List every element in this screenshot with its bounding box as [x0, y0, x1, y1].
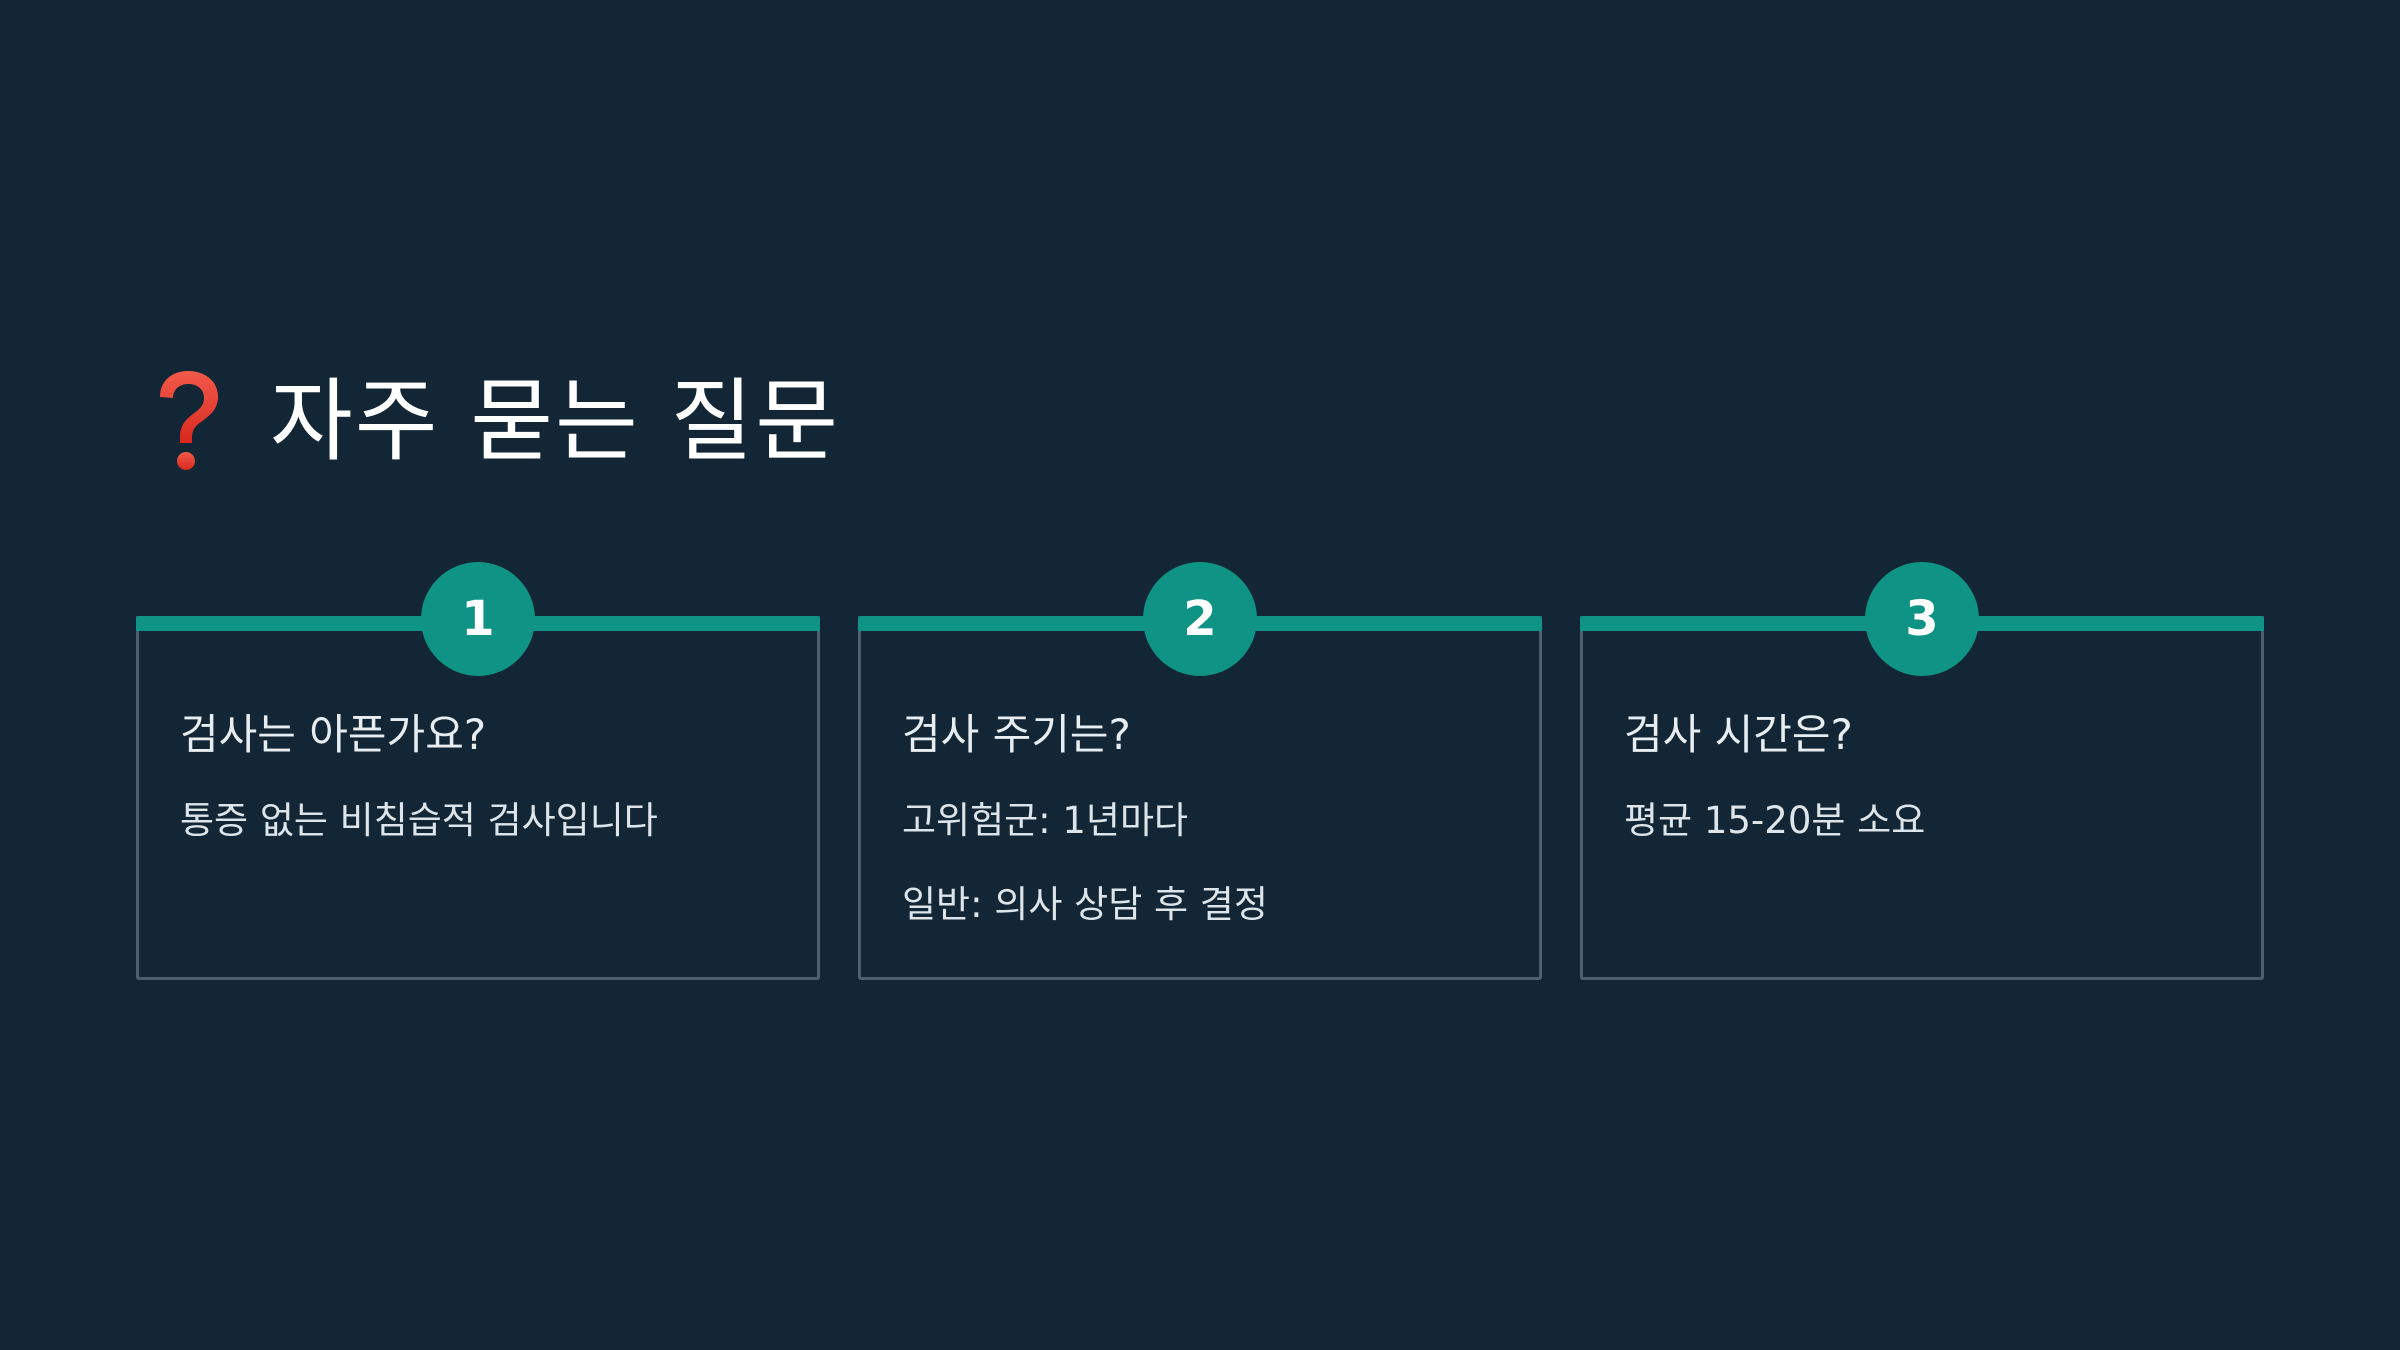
card-answer-list: 통증 없는 비침습적 검사입니다 — [180, 796, 658, 880]
faq-card-3: 3 검사 시간은? 평균 15-20분 소요 — [1580, 562, 2264, 980]
card-question: 검사 주기는? — [902, 710, 1131, 759]
card-answer: 통증 없는 비침습적 검사입니다 — [180, 799, 658, 842]
title-row: 자주 묻는 질문 — [148, 362, 840, 482]
card-answer: 평균 15-20분 소요 — [1624, 799, 1926, 842]
card-answer: 고위험군: 1년마다 — [902, 799, 1189, 842]
faq-card-1: 1 검사는 아픈가요? 통증 없는 비침습적 검사입니다 — [136, 562, 820, 980]
card-number-badge: 1 — [421, 562, 535, 676]
card-answer-list: 평균 15-20분 소요 — [1624, 796, 1925, 880]
page-title: 자주 묻는 질문 — [270, 369, 841, 474]
question-mark-icon — [160, 371, 218, 470]
card-number-badge: 2 — [1143, 562, 1257, 676]
card-answer-list: 고위험군: 1년마다 일반: 의사 상담 후 결정 — [902, 796, 1268, 964]
faq-card-2: 2 검사 주기는? 고위험군: 1년마다 일반: 의사 상담 후 결정 — [858, 562, 1542, 980]
card-question: 검사 시간은? — [1624, 710, 1853, 759]
card-answer: 일반: 의사 상담 후 결정 — [902, 883, 1268, 926]
card-question: 검사는 아픈가요? — [180, 710, 487, 759]
card-number-badge: 3 — [1865, 562, 1979, 676]
